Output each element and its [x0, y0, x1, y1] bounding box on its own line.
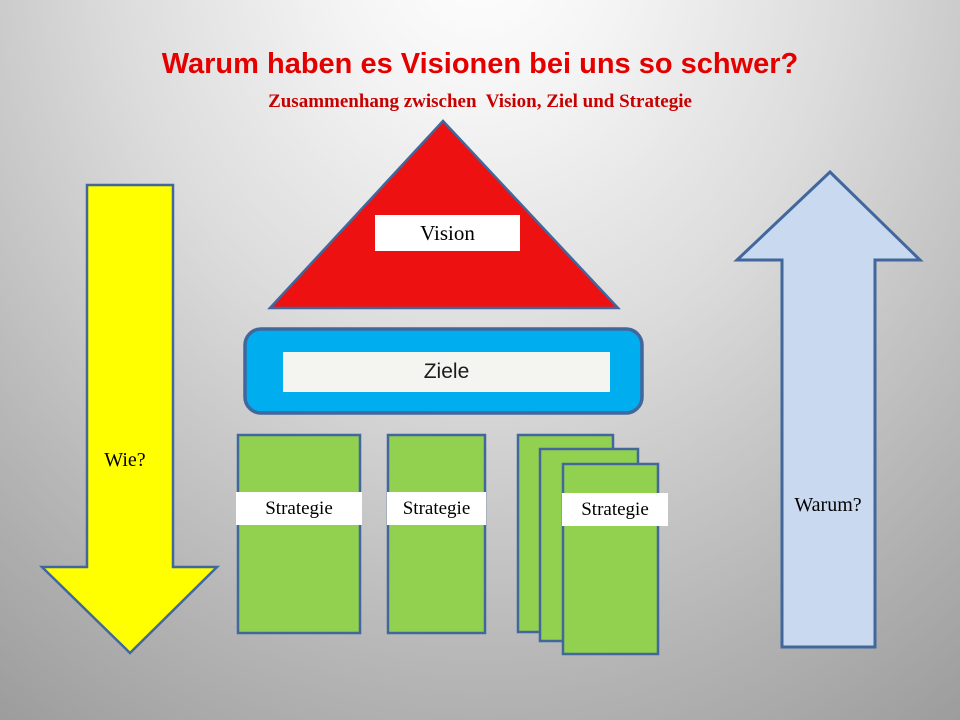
strategy-label-3: Strategie — [562, 493, 668, 526]
why-arrow-label: Warum? — [794, 493, 862, 516]
how-down-arrow-shape — [38, 183, 221, 655]
slide-subtitle: Zusammenhang zwischen Vision, Ziel und S… — [268, 91, 692, 112]
why-up-arrow-shape — [733, 169, 924, 649]
how-arrow-label: Wie? — [104, 448, 146, 471]
strategy-column-2-shape — [386, 433, 487, 635]
slide-title: Warum haben es Visionen bei uns so schwe… — [161, 48, 799, 80]
strategy-column-1-shape — [236, 433, 362, 635]
strategy-label-2: Strategie — [387, 492, 486, 525]
goals-label: Ziele — [283, 352, 610, 392]
vision-label: Vision — [375, 215, 520, 251]
vision-pyramid-shape — [267, 119, 621, 310]
strategy-label-1: Strategie — [236, 492, 362, 525]
